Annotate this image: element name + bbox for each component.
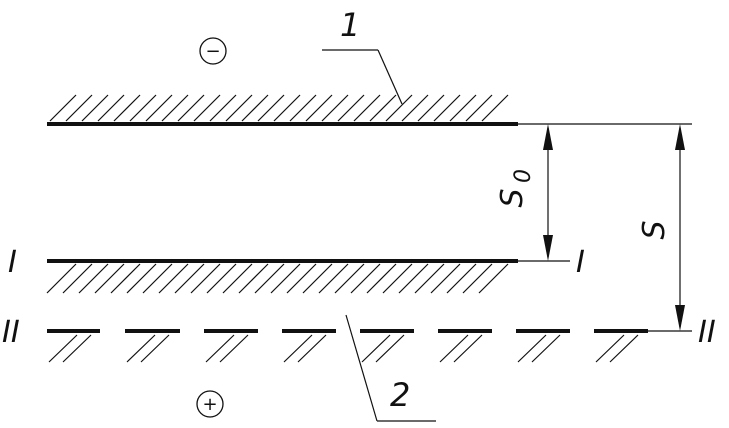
hatch-line bbox=[48, 334, 78, 363]
negative-polarity-sign: − bbox=[205, 41, 220, 62]
hatch-line bbox=[97, 94, 125, 122]
hatch-line bbox=[222, 263, 253, 294]
hatch-line bbox=[65, 94, 93, 122]
negative-polarity-circle bbox=[199, 37, 227, 65]
hatch-line bbox=[305, 94, 333, 122]
hatch-line bbox=[49, 94, 77, 122]
hatch-line bbox=[286, 263, 317, 294]
hatch-line bbox=[366, 263, 397, 294]
hatch-line bbox=[257, 94, 285, 122]
hatch-line bbox=[350, 263, 381, 294]
hatch-line bbox=[241, 94, 269, 122]
level-label-1-right: I bbox=[576, 245, 585, 280]
hatch-line bbox=[174, 263, 205, 294]
hatch-line bbox=[225, 94, 253, 122]
hatch-line bbox=[478, 263, 509, 294]
hatch-line bbox=[302, 263, 333, 294]
hatch-line bbox=[318, 263, 349, 294]
level-label-2-right: II bbox=[698, 315, 716, 350]
hatch-line bbox=[462, 263, 493, 294]
hatch-line bbox=[439, 334, 469, 363]
arrow-s-bottom bbox=[675, 305, 685, 331]
hatch-line bbox=[113, 94, 141, 122]
hatch-line bbox=[334, 263, 365, 294]
arrow-s0-top bbox=[543, 124, 553, 150]
hatch-line bbox=[361, 334, 391, 363]
hatch-line bbox=[158, 263, 189, 294]
hatch-line bbox=[190, 263, 221, 294]
hatch-line bbox=[209, 94, 237, 122]
hatch-line bbox=[145, 94, 173, 122]
level-label-1-left: I bbox=[8, 245, 17, 280]
electrode-label-1: 1 bbox=[340, 6, 360, 44]
dimension-label-s0: S 0 bbox=[495, 169, 536, 208]
hatch-line bbox=[446, 263, 477, 294]
hatch-line bbox=[337, 94, 365, 122]
arrow-s-top bbox=[675, 124, 685, 150]
top-electrode-hatching bbox=[49, 94, 509, 122]
s-text: S bbox=[637, 220, 672, 239]
hatch-line bbox=[401, 94, 429, 122]
hatch-line bbox=[219, 334, 249, 363]
hatch-line bbox=[353, 94, 381, 122]
arrow-s0-bottom bbox=[543, 235, 553, 261]
s0-subscript-text: 0 bbox=[511, 169, 536, 183]
hatch-line bbox=[433, 94, 461, 122]
hatch-line bbox=[382, 263, 413, 294]
hatch-line bbox=[126, 263, 157, 294]
hatch-line bbox=[609, 334, 639, 363]
hatch-line bbox=[283, 334, 313, 363]
hatch-line bbox=[369, 94, 397, 122]
hatch-line bbox=[385, 94, 413, 122]
hatch-line bbox=[273, 94, 301, 122]
hatch-line bbox=[517, 334, 547, 363]
leader-line-1 bbox=[377, 49, 403, 105]
hatch-line bbox=[161, 94, 189, 122]
hatch-line bbox=[270, 263, 301, 294]
dimension-label-s: S bbox=[637, 220, 672, 239]
hatch-line bbox=[481, 94, 509, 122]
hatch-line bbox=[297, 334, 327, 363]
hatch-line bbox=[140, 334, 170, 363]
hatch-line bbox=[375, 334, 405, 363]
hatch-line bbox=[238, 263, 269, 294]
hatch-line bbox=[430, 263, 461, 294]
hatch-line bbox=[289, 94, 317, 122]
hatch-line bbox=[193, 94, 221, 122]
hatch-line bbox=[453, 334, 483, 363]
hatch-line bbox=[414, 263, 445, 294]
hatch-line bbox=[46, 263, 77, 294]
s0-main-text: S bbox=[495, 188, 530, 207]
hatch-line bbox=[126, 334, 156, 363]
workpiece-final-hatching bbox=[48, 334, 639, 363]
hatch-line bbox=[398, 263, 429, 294]
hatch-line bbox=[78, 263, 109, 294]
hatch-line bbox=[321, 94, 349, 122]
hatch-line bbox=[81, 94, 109, 122]
hatch-line bbox=[177, 94, 205, 122]
hatch-line bbox=[449, 94, 477, 122]
hatch-line bbox=[205, 334, 235, 363]
hatch-line bbox=[595, 334, 625, 363]
level-label-2-left: II bbox=[2, 315, 20, 350]
leader-line-2 bbox=[345, 314, 378, 422]
hatch-line bbox=[417, 94, 445, 122]
hatch-line bbox=[465, 94, 493, 122]
hatch-line bbox=[62, 334, 92, 363]
hatch-line bbox=[531, 334, 561, 363]
hatch-line bbox=[206, 263, 237, 294]
hatch-line bbox=[94, 263, 125, 294]
hatch-line bbox=[254, 263, 285, 294]
hatch-line bbox=[129, 94, 157, 122]
positive-polarity-circle bbox=[196, 390, 224, 418]
hatch-line bbox=[110, 263, 141, 294]
hatch-line bbox=[62, 263, 93, 294]
workpiece-initial-hatching bbox=[46, 263, 509, 294]
hatch-line bbox=[142, 263, 173, 294]
positive-polarity-sign: + bbox=[202, 394, 217, 415]
electrode-label-2: 2 bbox=[390, 376, 410, 414]
